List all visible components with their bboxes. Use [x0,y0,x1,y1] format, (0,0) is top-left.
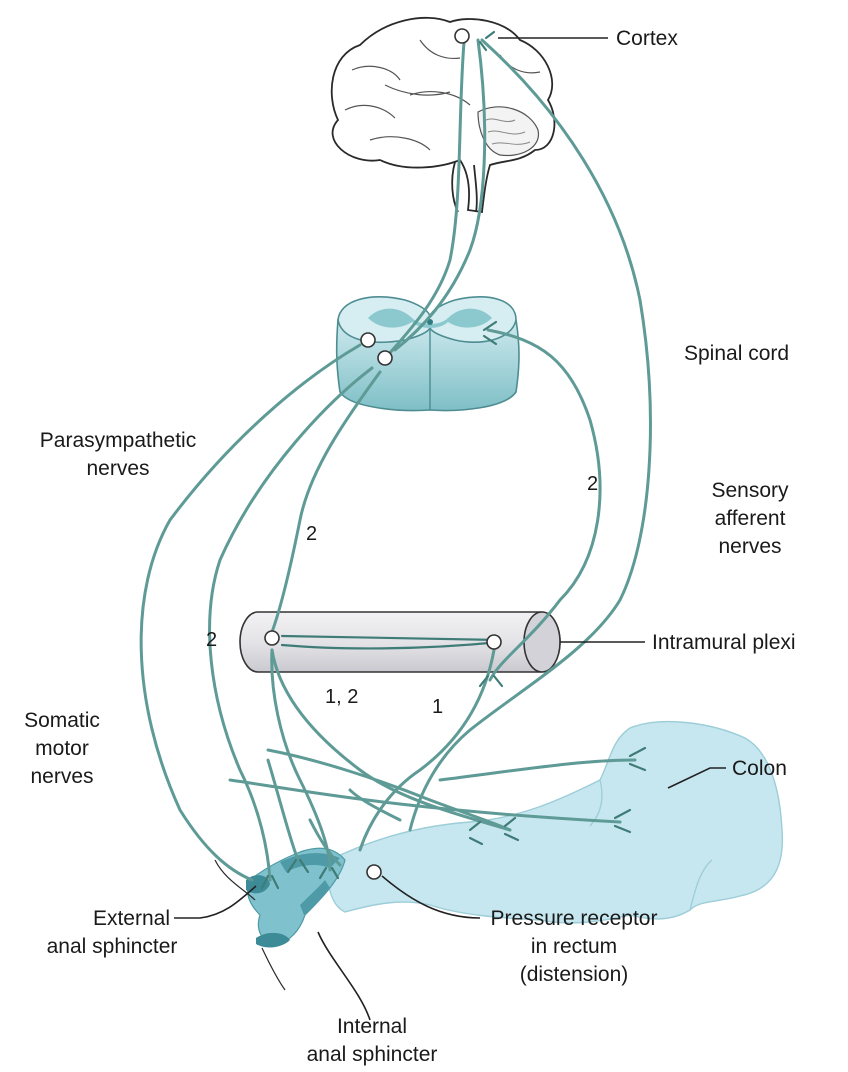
pathway-number-right: 1 [432,696,443,718]
label-somatic-line3: nerves [30,765,93,788]
label-cortex: Cortex [616,27,678,50]
pathway-number-cord: 2 [306,523,317,545]
brain [332,18,555,212]
pathway-number-middle: 1, 2 [325,686,358,708]
label-internal-line2: anal sphincter [307,1043,438,1066]
pathway-number-left: 2 [206,629,217,651]
label-parasympathetic-line1: Parasympathetic [40,429,196,452]
colon [328,722,782,923]
label-external-line1: External [93,907,170,930]
label-pressure-line2: in rectum [531,935,617,958]
label-sensory-line3: nerves [718,535,781,558]
intramural-plexus-tube [240,612,560,672]
label-pressure-line3: (distension) [520,963,629,986]
label-spinal-cord: Spinal cord [684,342,789,365]
label-pressure-line1: Pressure receptor [491,907,658,930]
label-intramural-plexi: Intramural plexi [652,631,796,654]
label-internal-line1: Internal [337,1015,407,1038]
pathway-number-sensory: 2 [587,473,598,495]
label-sensory-line2: afferent [715,507,786,530]
label-somatic-line1: Somatic [24,709,100,732]
label-colon: Colon [732,757,787,780]
label-parasympathetic-line2: nerves [86,457,149,480]
label-external-line2: anal sphincter [47,935,178,958]
label-somatic-line2: motor [35,737,89,760]
label-sensory-line1: Sensory [711,479,789,502]
